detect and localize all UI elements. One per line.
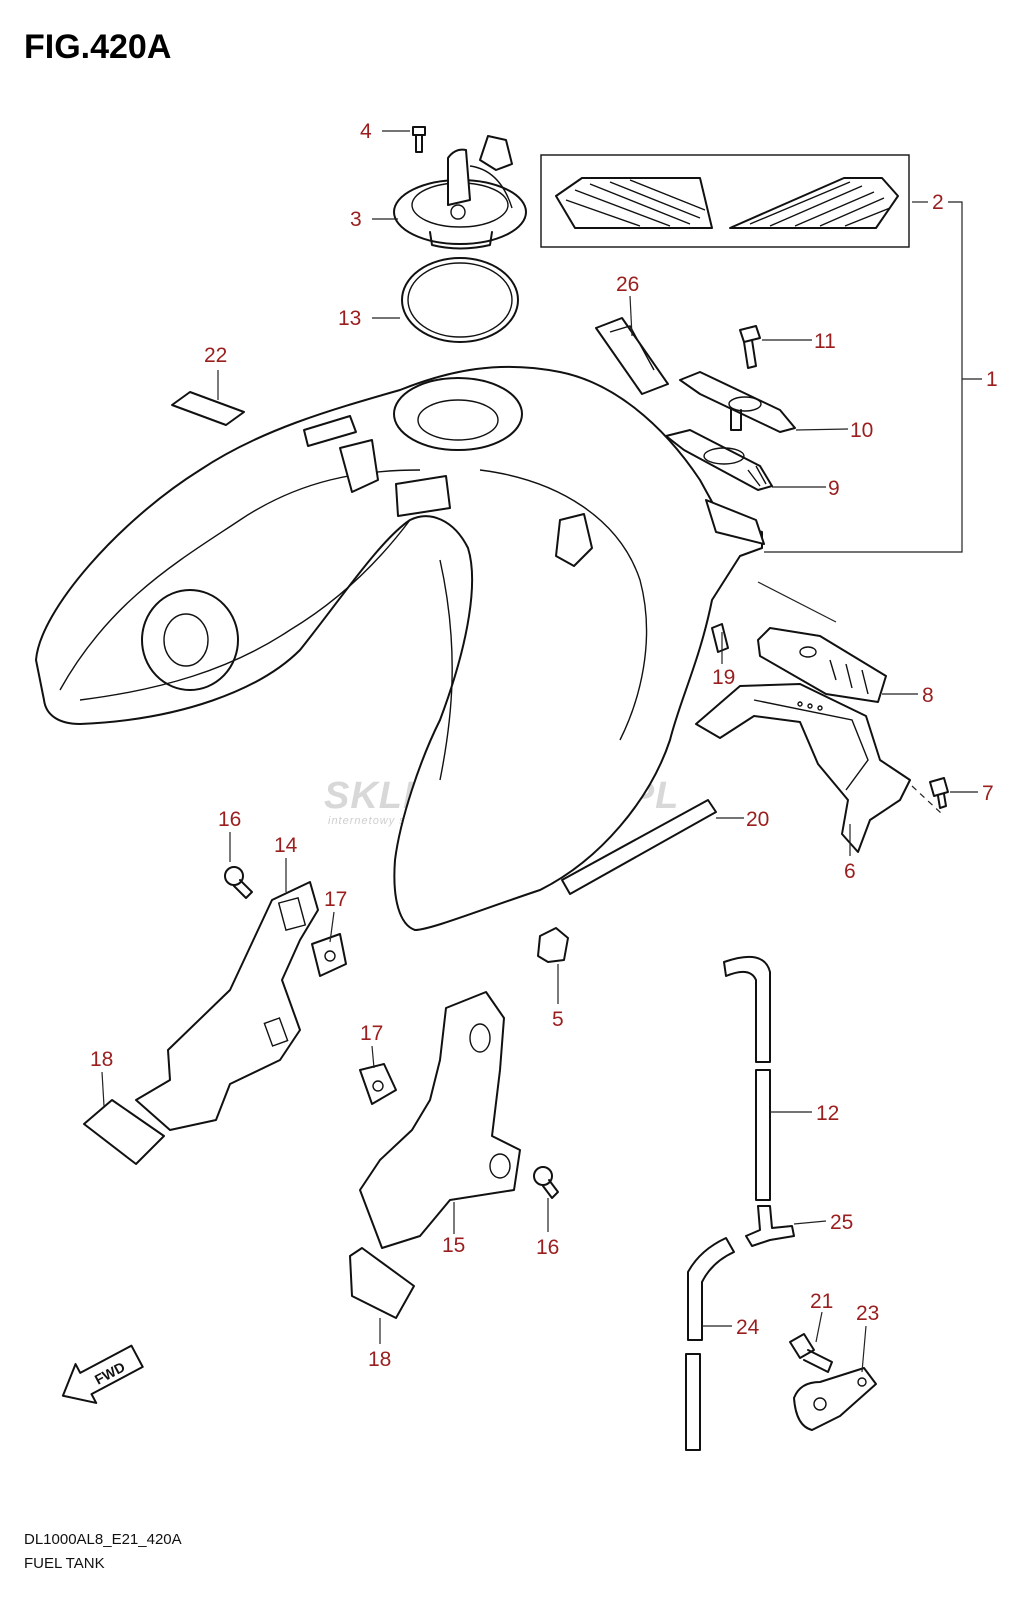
part-bracket-6 <box>695 683 911 853</box>
fwd-arrow-icon: FWD <box>61 1344 144 1404</box>
part-pad-22 <box>171 391 245 426</box>
part-hose-24 <box>685 1237 735 1451</box>
part-screw-4 <box>412 126 426 153</box>
part-screw-16b <box>533 1166 559 1199</box>
part-pad-26 <box>595 317 669 395</box>
callout-16-bottom: 16 <box>536 1236 559 1259</box>
part-bolt-7 <box>929 777 949 809</box>
callout-18-left: 18 <box>90 1048 113 1071</box>
callout-21: 21 <box>810 1290 833 1313</box>
part-fuel-tank <box>35 365 765 931</box>
callout-13: 13 <box>338 307 361 330</box>
callout-9: 9 <box>828 477 840 500</box>
part-bracket-23 <box>793 1367 877 1431</box>
part-screw-16a <box>224 866 253 899</box>
callout-17-bottom: 17 <box>360 1022 383 1045</box>
callout-7: 7 <box>982 782 994 805</box>
callout-6: 6 <box>844 860 856 883</box>
callout-16-top: 16 <box>218 808 241 831</box>
callout-8: 8 <box>922 684 934 707</box>
footer-code: DL1000AL8_E21_420A <box>24 1531 182 1548</box>
part-strip-20 <box>561 799 717 895</box>
callout-19: 19 <box>712 666 735 689</box>
callout-18-bottom: 18 <box>368 1348 391 1371</box>
callout-12: 12 <box>816 1102 839 1125</box>
part-gasket-13 <box>401 257 519 343</box>
part-pad-18b <box>349 1247 415 1319</box>
part-pad-18a <box>83 1099 165 1165</box>
callout-25: 25 <box>830 1211 853 1234</box>
callout-14: 14 <box>274 834 298 857</box>
part-joint-25 <box>745 1205 795 1247</box>
callout-22: 22 <box>204 344 227 367</box>
footer-name: FUEL TANK <box>24 1555 105 1572</box>
callout-24: 24 <box>736 1316 760 1339</box>
callout-20: 20 <box>746 808 769 831</box>
part-damper-8 <box>757 627 887 703</box>
part-bracket-14 <box>135 881 319 1131</box>
part-clip-17a <box>311 933 347 977</box>
part-clamp-5 <box>537 927 569 963</box>
part-bracket-9 <box>665 429 773 491</box>
part-decal-set <box>540 154 910 248</box>
part-hose-12 <box>723 955 771 1201</box>
figure-title: FIG.420A <box>24 28 171 66</box>
part-clip-19 <box>711 623 729 653</box>
callout-5: 5 <box>552 1008 564 1031</box>
callout-26: 26 <box>616 273 639 296</box>
callout-3: 3 <box>350 208 362 231</box>
callout-2: 2 <box>932 191 944 214</box>
part-bolt-11 <box>739 325 761 369</box>
part-bracket-10 <box>679 371 796 433</box>
part-bolt-21 <box>789 1333 833 1373</box>
callout-1: 1 <box>986 368 998 391</box>
callout-labels: 4 3 13 22 26 11 10 9 2 1 19 8 7 6 20 5 1… <box>90 120 998 1371</box>
callout-11: 11 <box>814 330 836 353</box>
part-bracket-15 <box>359 991 521 1249</box>
callout-17-top: 17 <box>324 888 347 911</box>
callout-10: 10 <box>850 419 873 442</box>
part-fuel-cap <box>393 135 527 250</box>
callout-15: 15 <box>442 1234 465 1257</box>
callout-4: 4 <box>360 120 372 143</box>
part-clip-17b <box>359 1063 397 1105</box>
callout-23: 23 <box>856 1302 879 1325</box>
leader-lines <box>101 130 982 1373</box>
